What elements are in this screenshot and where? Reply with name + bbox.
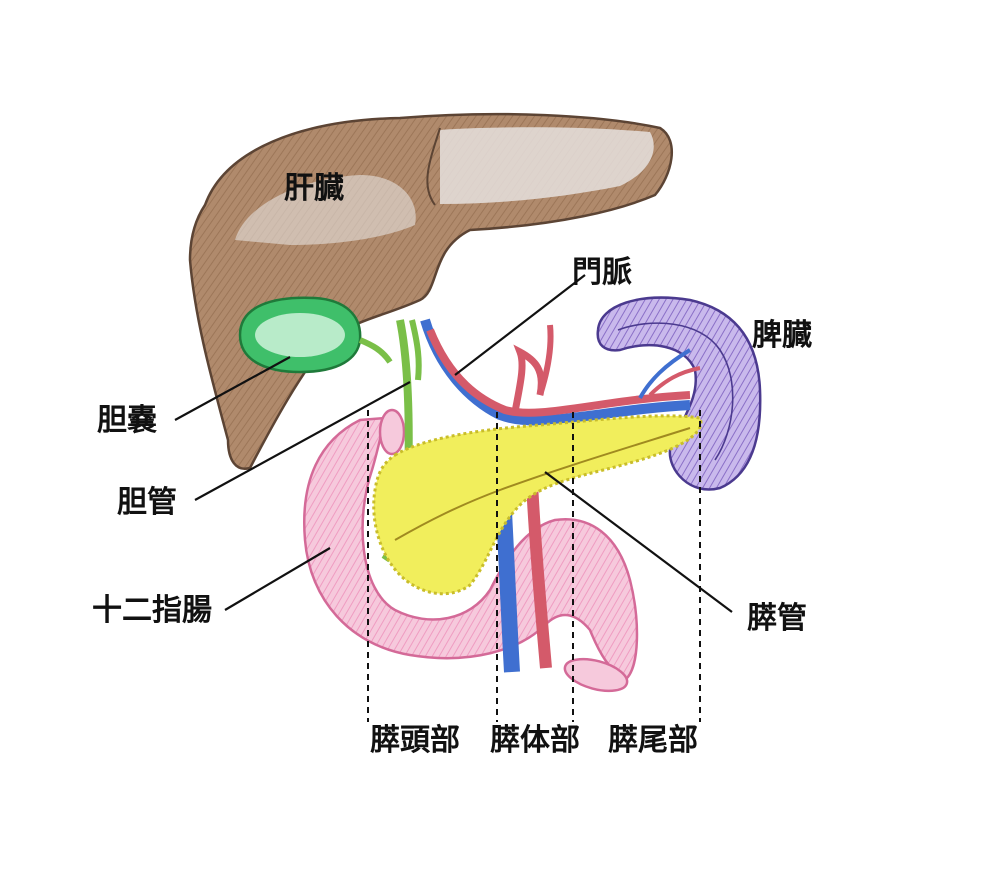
bile-duct-leader <box>194 381 411 501</box>
spleen <box>596 296 762 491</box>
gallbladder-leader <box>174 356 291 421</box>
pancreas-head-label: 膵頭部 <box>370 723 460 758</box>
pancreas-tail-label: 膵尾部 <box>608 723 698 758</box>
gallbladder-label: 胆嚢 <box>97 403 157 438</box>
liver <box>188 112 674 471</box>
duodenum <box>303 408 639 693</box>
pancreatic-duct-label: 膵管 <box>747 601 807 636</box>
pancreas <box>372 414 703 596</box>
pancreas-body-label: 膵体部 <box>490 723 580 758</box>
liver-label: 肝臓 <box>284 171 344 206</box>
pancreatic-duct-leader <box>544 471 733 613</box>
duodenum-leader <box>224 547 331 611</box>
bile-duct-label: 胆管 <box>117 485 177 520</box>
duodenum-label: 十二指腸 <box>92 593 212 628</box>
portal-vein-label: 門脈 <box>572 255 632 290</box>
gallbladder <box>238 296 393 374</box>
spleen-label: 脾臓 <box>752 318 812 353</box>
portal-vein-leader <box>454 274 586 376</box>
